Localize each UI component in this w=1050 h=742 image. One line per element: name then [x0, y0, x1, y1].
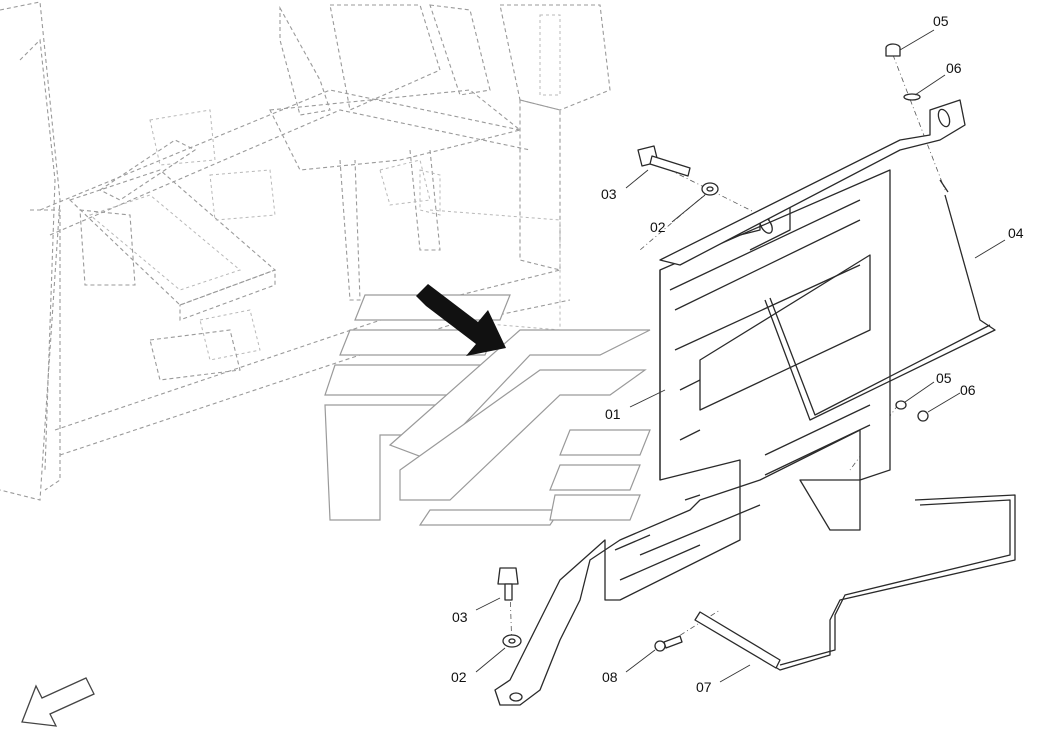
callout-05-top: 05	[933, 13, 949, 29]
callout-02-bottom: 02	[451, 669, 467, 685]
bolt-03-bottom-icon	[497, 567, 519, 601]
fasteners	[497, 43, 929, 652]
part-04-bent-rod	[764, 179, 996, 421]
brand-logo-watermark	[324, 294, 651, 526]
callout-06-mid: 06	[960, 382, 976, 398]
callout-03-top: 03	[601, 186, 617, 202]
machine-frame	[0, 1, 611, 501]
callout-06-top: 06	[946, 60, 962, 76]
callout-07: 07	[696, 679, 712, 695]
washer-02-top-icon	[701, 182, 719, 196]
direction-arrow-icon	[416, 284, 506, 356]
screw-08-icon	[654, 635, 683, 652]
callout-labels: 05 06 03 02 04 01 05 06 03 02 08 07	[451, 13, 1024, 695]
nut-05-mid-icon	[895, 400, 907, 410]
bolt-03-top-icon	[637, 145, 691, 177]
part-01-plate-bracket	[494, 169, 891, 706]
callout-05-mid: 05	[936, 370, 952, 386]
callout-01: 01	[605, 406, 621, 422]
part-07-rod	[694, 494, 1016, 671]
callout-03-bottom: 03	[452, 609, 468, 625]
front-arrow-icon	[21, 677, 95, 727]
top-slot-bracket	[659, 99, 966, 266]
callout-02-top: 02	[650, 219, 666, 235]
callout-04: 04	[1008, 225, 1024, 241]
leader-lines	[475, 29, 1006, 683]
washer-06-top-icon	[903, 93, 921, 101]
washer-06-mid-icon	[917, 410, 929, 422]
nut-05-top-icon	[885, 43, 901, 57]
washer-02-bottom-icon	[502, 634, 522, 648]
callout-08: 08	[602, 669, 618, 685]
